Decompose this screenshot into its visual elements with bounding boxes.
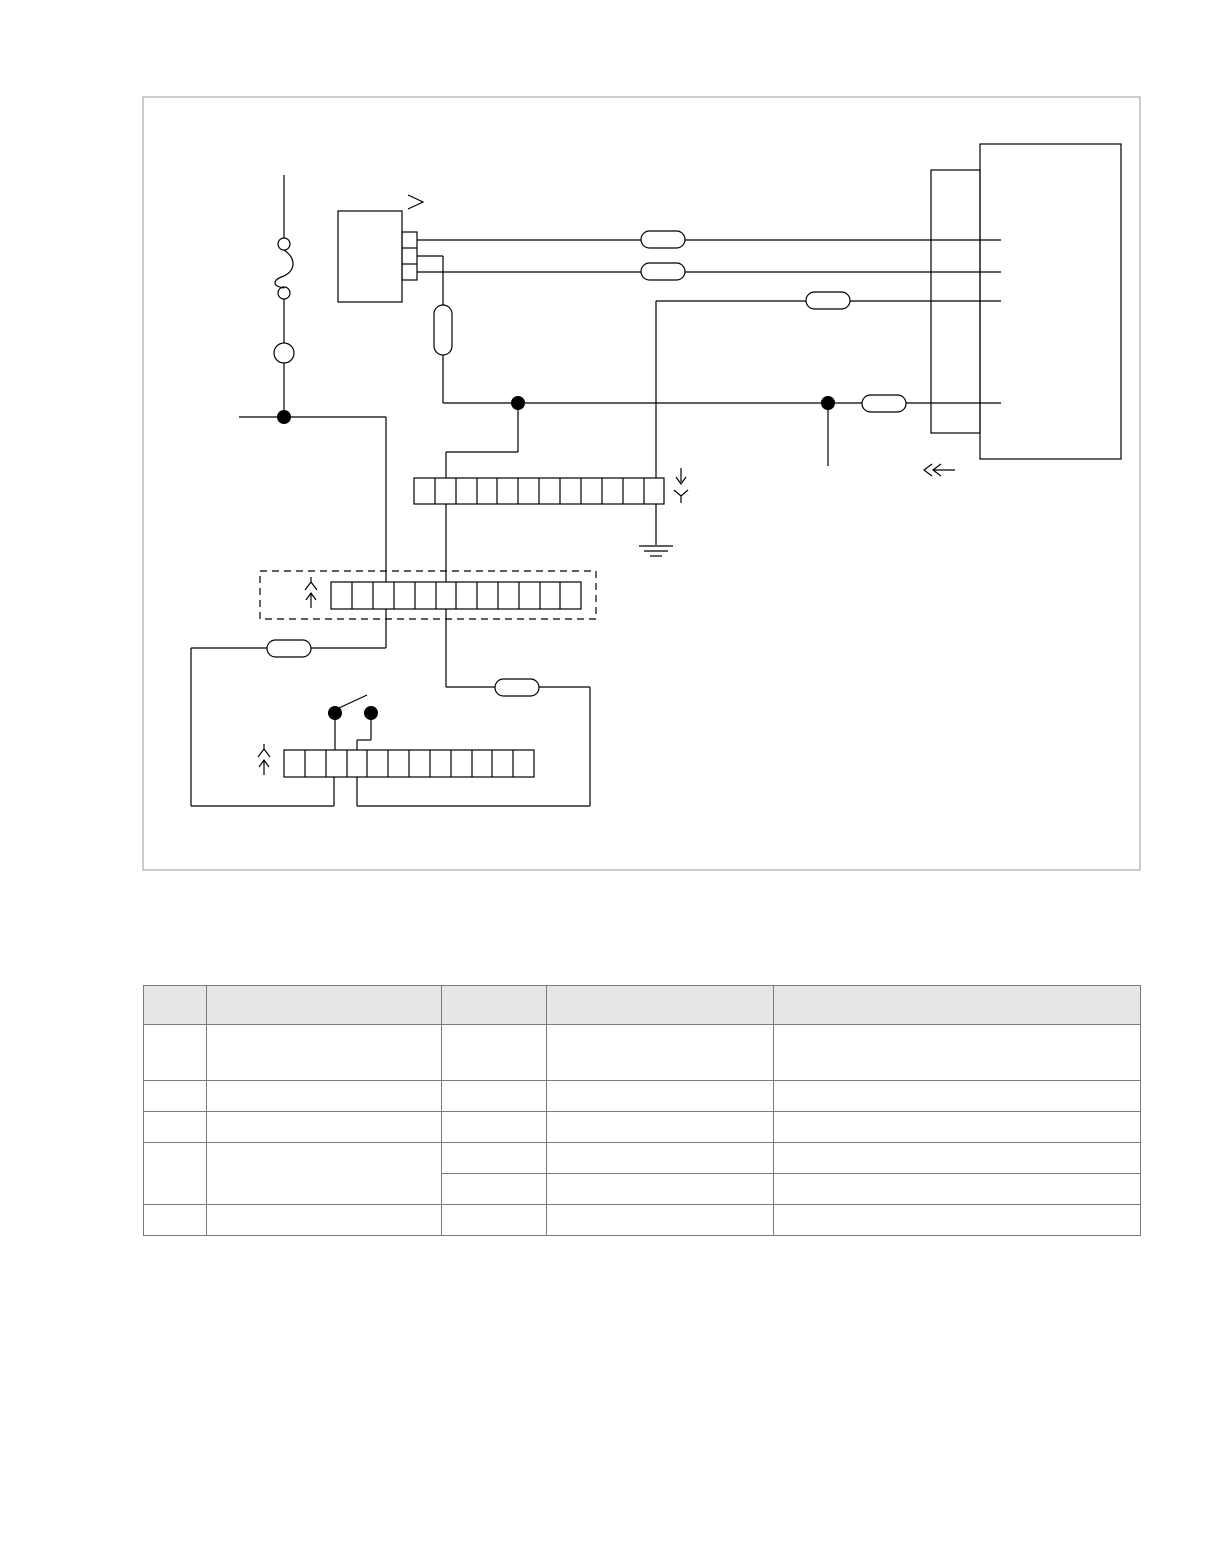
table-row (143, 1142, 1141, 1205)
power-feed (239, 175, 387, 582)
table-cell (441, 1173, 547, 1205)
table-cell (773, 1080, 1141, 1112)
wire-label-4 (861, 394, 907, 413)
column-header (143, 985, 207, 1025)
table-cell (206, 1111, 442, 1143)
sensor-connector (401, 231, 418, 281)
table-row (143, 1204, 1141, 1236)
table-cell (206, 1080, 442, 1112)
table-cell (206, 1024, 442, 1081)
wire-label-5 (805, 291, 851, 310)
table-cell (143, 1111, 207, 1143)
connector-icon (673, 468, 689, 503)
table-cell (546, 1142, 774, 1174)
ground-icon (639, 545, 673, 557)
table-cell (773, 1173, 1141, 1205)
wire-label-6 (266, 639, 312, 658)
switch-icon (328, 694, 378, 750)
parts-table (143, 985, 1141, 1236)
column-header (206, 985, 442, 1025)
connector-direction-icon (923, 463, 955, 477)
table-cell (441, 1080, 547, 1112)
table-row (143, 1111, 1141, 1143)
table-cell (546, 1111, 774, 1143)
splice-point-left (277, 410, 291, 424)
connector-strip-2 (259, 570, 597, 620)
control-unit-connector (930, 169, 981, 434)
fuse-terminal-top (277, 237, 291, 251)
table-header-row (143, 985, 1141, 1025)
table-cell (773, 1204, 1141, 1236)
table-cell (546, 1024, 774, 1081)
sensor-body (337, 210, 403, 303)
table-cell (773, 1024, 1141, 1081)
table-cell (546, 1080, 774, 1112)
wiring-diagram (142, 96, 1141, 871)
sensor-component (337, 194, 425, 303)
connector-strip-3 (257, 744, 535, 778)
connector-strip-1 (413, 403, 689, 582)
table-cell (143, 1024, 207, 1081)
table-cell (143, 1142, 207, 1205)
table-row (143, 1080, 1141, 1112)
wire-label-1 (640, 230, 686, 249)
fuse-terminal-bottom (277, 286, 291, 300)
connector-icon (407, 194, 425, 210)
wire-label-2 (640, 262, 686, 281)
table-cell (143, 1204, 207, 1236)
column-header (546, 985, 774, 1025)
lower-wires (190, 609, 591, 807)
control-unit (923, 143, 1122, 477)
table-cell (441, 1111, 547, 1143)
table-row (144, 1173, 1141, 1205)
table-cell (143, 1080, 207, 1112)
table-cell (206, 1142, 442, 1205)
table-cell (441, 1024, 547, 1081)
signal-wires (417, 230, 1001, 478)
table-cell (206, 1204, 442, 1236)
table-cell (546, 1173, 774, 1205)
table-cell (441, 1142, 547, 1174)
table-cell (546, 1204, 774, 1236)
column-header (441, 985, 547, 1025)
wire-label-7 (494, 678, 540, 697)
column-header (773, 985, 1141, 1025)
connector-icon (257, 744, 271, 775)
joint-connector-outline (259, 570, 597, 620)
table-cell (441, 1204, 547, 1236)
control-unit-body (979, 143, 1122, 460)
diagram-frame (142, 96, 1141, 871)
wire-label-3 (433, 304, 453, 356)
table-cell (773, 1111, 1141, 1143)
table-row (143, 1024, 1141, 1081)
fuse-icon (274, 249, 294, 289)
fusible-link-icon (273, 342, 295, 364)
table-cell (773, 1142, 1141, 1174)
connector-icon (304, 577, 318, 608)
